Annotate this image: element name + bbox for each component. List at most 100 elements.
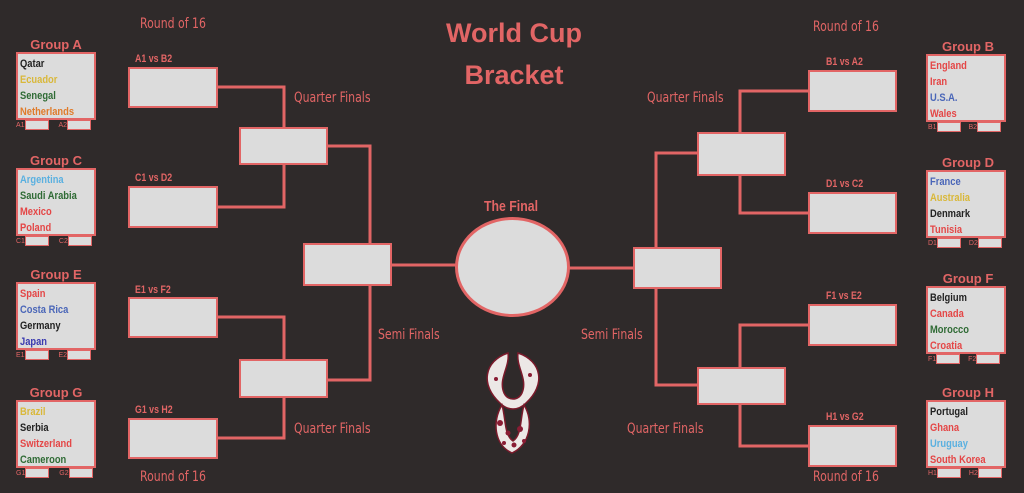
team-denmark: Denmark [930, 208, 971, 220]
match-slot-b1-vs-a2[interactable] [808, 70, 897, 112]
pos-label-2: G2 [59, 469, 69, 477]
match-slot-f1-vs-e2[interactable] [808, 304, 897, 346]
group-team-list: Brazil Serbia Switzerland Cameroon [16, 400, 96, 468]
team-morocco: Morocco [930, 324, 969, 336]
group-team-list: England Iran U.S.A. Wales [926, 54, 1006, 122]
team-cameroon: Cameroon [20, 454, 67, 466]
match-slot-g1-vs-h2[interactable] [128, 418, 218, 459]
pos-label-2: B2 [968, 123, 978, 131]
group-title: Group A [30, 37, 82, 52]
match-label-h1-vs-g2: H1 vs G2 [826, 411, 864, 423]
position-input-a1[interactable] [24, 120, 49, 130]
quarter-final-slot-right-bottom[interactable] [697, 367, 786, 405]
semi-final-slot-left[interactable] [303, 243, 392, 286]
team-qatar: Qatar [20, 58, 45, 70]
group-a: Group A Qatar Ecuador Senegal Netherland… [14, 37, 98, 130]
label-round-of-16-top-right: Round of 16 [813, 19, 879, 35]
group-title: Group D [942, 155, 994, 170]
team-usa: U.S.A. [930, 92, 958, 104]
label-the-final: The Final [484, 198, 538, 215]
match-label-c1-vs-d2: C1 vs D2 [135, 172, 173, 184]
group-team-list: Argentina Saudi Arabia Mexico Poland [16, 168, 96, 236]
group-team-list: Spain Costa Rica Germany Japan [16, 282, 96, 350]
group-h: Group H Portugal Ghana Uruguay South Kor… [926, 385, 1010, 478]
team-uruguay: Uruguay [930, 438, 968, 450]
team-australia: Australia [930, 192, 971, 204]
label-quarter-finals-bottom-left: Quarter Finals [294, 421, 371, 437]
label-semi-finals-left: Semi Finals [378, 327, 440, 343]
label-quarter-finals-top-right: Quarter Finals [647, 90, 724, 106]
group-positions: C1 C2 [16, 236, 98, 246]
team-south-korea: South Korea [930, 454, 986, 466]
pos-label-1: E1 [16, 351, 25, 359]
group-c: Group C Argentina Saudi Arabia Mexico Po… [14, 153, 98, 246]
group-positions: E1 E2 [16, 350, 98, 360]
match-label-a1-vs-b2: A1 vs B2 [135, 53, 173, 65]
match-label-d1-vs-c2: D1 vs C2 [826, 178, 864, 190]
pos-label-2: H2 [968, 469, 978, 477]
team-england: England [930, 60, 967, 72]
team-iran: Iran [930, 76, 948, 88]
group-b: Group B England Iran U.S.A. Wales B1 B2 [926, 39, 1010, 132]
match-label-b1-vs-a2: B1 vs A2 [826, 56, 863, 68]
team-portugal: Portugal [930, 406, 968, 418]
position-input-a2[interactable] [67, 120, 92, 130]
team-senegal: Senegal [20, 90, 56, 102]
quarter-final-slot-left-bottom[interactable] [239, 359, 328, 398]
team-wales: Wales [930, 108, 957, 120]
position-input-h1[interactable] [936, 468, 961, 478]
group-team-list: Qatar Ecuador Senegal Netherlands [16, 52, 96, 120]
position-input-h2[interactable] [977, 468, 1002, 478]
group-title: Group G [29, 385, 83, 400]
position-input-b2[interactable] [977, 122, 1002, 132]
group-title: Group B [942, 39, 994, 54]
position-input-e1[interactable] [24, 350, 49, 360]
team-netherlands: Netherlands [20, 106, 75, 118]
match-label-f1-vs-e2: F1 vs E2 [826, 290, 862, 302]
match-label-g1-vs-h2: G1 vs H2 [135, 404, 173, 416]
final-slot[interactable] [455, 217, 570, 317]
position-input-c2[interactable] [67, 236, 92, 246]
semi-final-slot-right[interactable] [633, 247, 722, 289]
position-input-b1[interactable] [936, 122, 961, 132]
position-input-f2[interactable] [976, 354, 1001, 364]
position-input-d2[interactable] [977, 238, 1002, 248]
label-round-of-16-bottom-left: Round of 16 [140, 469, 206, 485]
pos-label-2: F2 [968, 355, 977, 363]
pos-label-2: D2 [968, 239, 978, 247]
quarter-final-slot-left-top[interactable] [239, 127, 328, 165]
team-switzerland: Switzerland [20, 438, 72, 450]
team-argentina: Argentina [20, 174, 64, 186]
quarter-final-slot-right-top[interactable] [697, 132, 786, 176]
position-input-g2[interactable] [68, 468, 93, 478]
group-positions: D1 D2 [928, 238, 1010, 248]
position-input-d1[interactable] [936, 238, 961, 248]
group-title: Group E [30, 267, 82, 282]
match-slot-e1-vs-f2[interactable] [128, 297, 218, 338]
group-positions: G1 G2 [16, 468, 98, 478]
pos-label-2: A2 [58, 121, 68, 129]
pos-label-1: A1 [16, 121, 25, 129]
team-croatia: Croatia [930, 340, 963, 352]
pos-label-1: G1 [16, 469, 26, 477]
pos-label-1: B1 [928, 123, 937, 131]
position-input-e2[interactable] [67, 350, 92, 360]
group-f: Group F Belgium Canada Morocco Croatia F… [926, 271, 1010, 364]
match-slot-h1-vs-g2[interactable] [808, 425, 897, 467]
label-quarter-finals-bottom-right: Quarter Finals [627, 421, 704, 437]
team-ecuador: Ecuador [20, 74, 58, 86]
position-input-f1[interactable] [936, 354, 961, 364]
group-team-list: Belgium Canada Morocco Croatia [926, 286, 1006, 354]
match-slot-d1-vs-c2[interactable] [808, 192, 897, 234]
pos-label-1: C1 [16, 237, 25, 245]
match-slot-a1-vs-b2[interactable] [128, 67, 218, 108]
position-input-g1[interactable] [25, 468, 50, 478]
group-d: Group D France Australia Denmark Tunisia… [926, 155, 1010, 248]
match-slot-c1-vs-d2[interactable] [128, 186, 218, 228]
page-subtitle: Bracket [464, 60, 564, 90]
group-team-list: France Australia Denmark Tunisia [926, 170, 1006, 238]
group-e: Group E Spain Costa Rica Germany Japan E… [14, 267, 98, 360]
team-brazil: Brazil [20, 406, 46, 418]
position-input-c1[interactable] [24, 236, 49, 246]
team-spain: Spain [20, 288, 46, 300]
